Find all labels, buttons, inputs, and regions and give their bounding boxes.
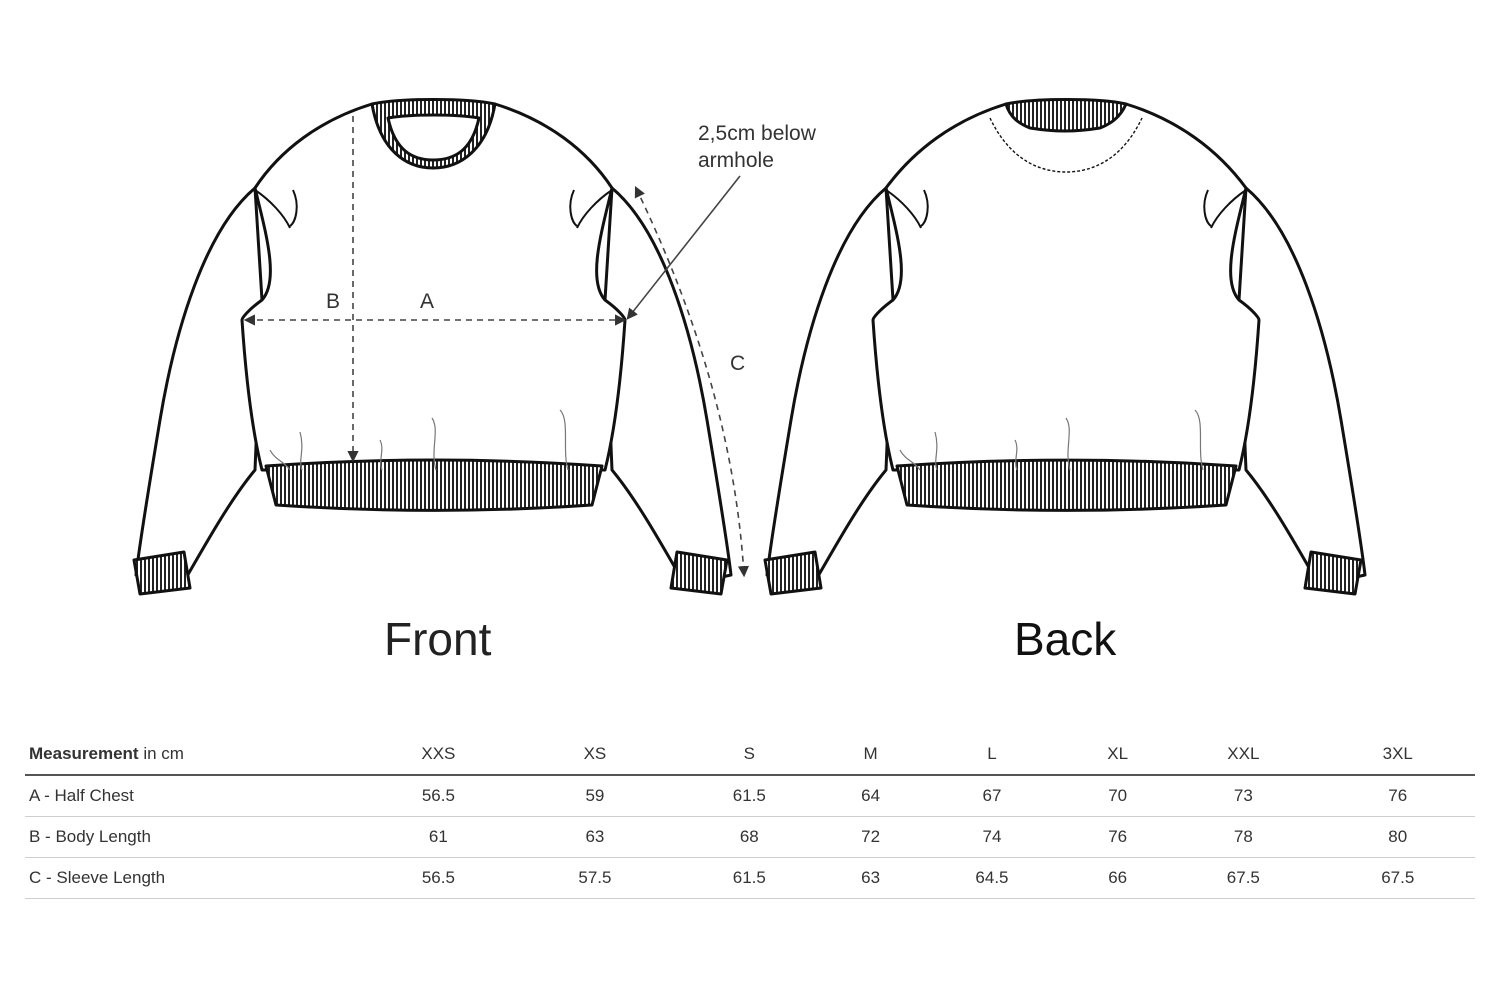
front-left-armhole-seam <box>254 189 291 229</box>
size-header: L <box>914 734 1070 776</box>
back-fold-lines <box>899 409 1204 471</box>
table-cell: 74 <box>914 816 1070 858</box>
back-collar-rib <box>1004 98 1128 133</box>
table-cell: 80 <box>1320 816 1475 858</box>
armhole-annotation: 2,5cm below armhole <box>698 120 816 174</box>
back-view-label: Back <box>1014 613 1117 665</box>
annotation-pointer <box>626 175 741 320</box>
table-cell: 70 <box>1069 775 1167 817</box>
table-cell: 67.5 <box>1320 857 1475 899</box>
table-cell: 73 <box>1166 775 1321 817</box>
back-sweatshirt-drawing <box>763 98 1367 596</box>
dim-label-a: A <box>420 290 435 313</box>
table-cell: 78 <box>1166 816 1321 858</box>
table-cell: 57.5 <box>517 857 673 899</box>
table-cell: 61.5 <box>672 775 827 817</box>
table-cell: 59 <box>517 775 673 817</box>
front-right-armhole-seam <box>576 189 613 229</box>
size-table: Measurement in cm XXS XS S M L XL XXL 3X… <box>25 734 1475 899</box>
front-hem-rib <box>264 458 604 512</box>
front-body <box>240 102 627 472</box>
garment-diagram <box>132 98 1367 596</box>
table-cell: 76 <box>1069 816 1167 858</box>
size-header: 3XL <box>1320 734 1475 776</box>
table-cell: 63 <box>517 816 673 858</box>
table-cell: 64 <box>826 775 915 817</box>
table-cell: 64.5 <box>914 857 1070 899</box>
back-right-cuff <box>1303 550 1363 596</box>
table-cell: 61 <box>359 816 518 858</box>
table-cell: 68 <box>672 816 827 858</box>
table-row: A - Half Chest 56.5 59 61.5 64 67 70 73 … <box>25 775 1475 817</box>
size-header: XL <box>1069 734 1167 776</box>
size-header: XXS <box>359 734 518 776</box>
row-label: B - Body Length <box>25 816 359 858</box>
front-left-cuff <box>132 550 192 596</box>
front-sweatshirt-drawing <box>132 98 733 596</box>
annotation-line-1: 2,5cm below <box>698 122 816 145</box>
back-hem-rib <box>895 458 1238 512</box>
size-header: S <box>672 734 827 776</box>
table-cell: 67 <box>914 775 1070 817</box>
table-cell: 76 <box>1320 775 1475 817</box>
dim-label-b: B <box>326 290 341 313</box>
front-collar-rib <box>370 98 497 170</box>
table-row: B - Body Length 61 63 68 72 74 76 78 80 <box>25 816 1475 858</box>
back-right-sleeve <box>1237 186 1367 587</box>
front-view-label: Front <box>384 613 492 665</box>
back-left-cuff <box>763 550 823 596</box>
table-cell: 63 <box>826 857 915 899</box>
measurement-header: Measurement in cm <box>25 734 359 776</box>
table-cell: 67.5 <box>1166 857 1321 899</box>
back-body <box>871 102 1261 472</box>
front-right-cuff <box>669 550 729 596</box>
size-table-header: Measurement in cm XXS XS S M L XL XXL 3X… <box>25 734 1475 776</box>
table-cell: 72 <box>826 816 915 858</box>
front-dimension-lines <box>243 116 750 578</box>
table-cell: 56.5 <box>359 775 518 817</box>
size-header: M <box>826 734 915 776</box>
back-neck-stitch <box>989 117 1143 173</box>
front-fold-lines <box>269 409 569 471</box>
table-cell: 61.5 <box>672 857 827 899</box>
back-left-sleeve <box>765 186 895 587</box>
front-left-sleeve <box>134 186 264 587</box>
table-row: C - Sleeve Length 56.5 57.5 61.5 63 64.5… <box>25 857 1475 899</box>
dim-label-c: C <box>730 352 746 375</box>
row-label: C - Sleeve Length <box>25 857 359 899</box>
table-cell: 66 <box>1069 857 1167 899</box>
dim-line-c <box>634 185 750 578</box>
annotation-line-2: armhole <box>698 149 774 172</box>
row-label: A - Half Chest <box>25 775 359 817</box>
table-cell: 56.5 <box>359 857 518 899</box>
size-header: XXL <box>1166 734 1321 776</box>
size-header: XS <box>517 734 673 776</box>
